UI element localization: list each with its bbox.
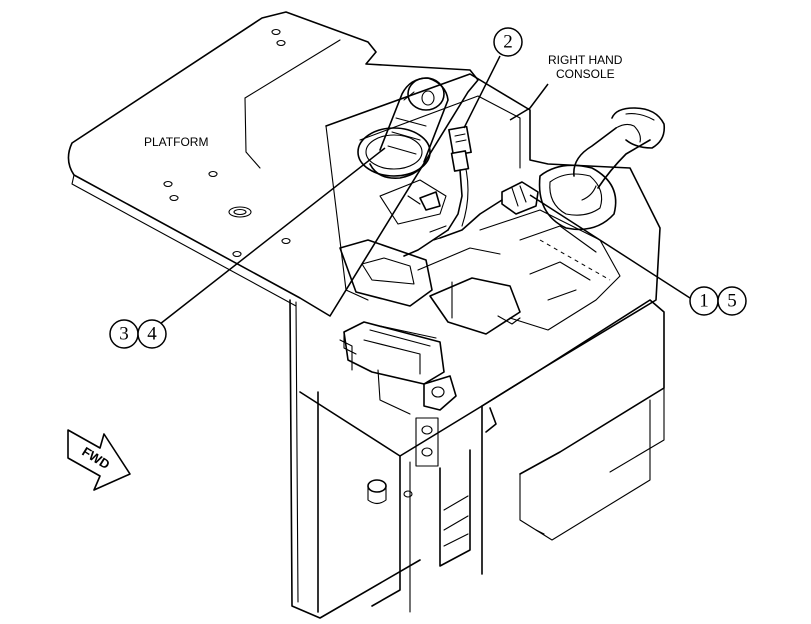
control-lever	[357, 77, 449, 180]
callout-5-label: 5	[727, 291, 737, 312]
callout-1-label: 1	[699, 291, 709, 312]
callout-2: 2	[493, 27, 523, 57]
callout-5: 5	[717, 286, 747, 316]
callout-3-label: 3	[119, 324, 129, 345]
callout-1: 1	[689, 286, 719, 316]
right-hand-console-label-line2: CONSOLE	[556, 67, 615, 81]
platform-label: PLATFORM	[144, 135, 208, 149]
electrical-harness	[403, 125, 539, 257]
right-hand-console	[325, 73, 661, 415]
right-hand-console-label-line1: RIGHT HAND	[548, 53, 623, 67]
leader-lines	[159, 55, 691, 325]
callout-4-label: 4	[147, 324, 157, 345]
callout-4: 4	[137, 319, 167, 349]
forward-arrow-icon: FWD	[67, 429, 131, 491]
callout-3: 3	[109, 319, 139, 349]
platform-plate	[67, 11, 479, 317]
callout-2-label: 2	[503, 32, 513, 53]
joystick	[538, 107, 666, 231]
